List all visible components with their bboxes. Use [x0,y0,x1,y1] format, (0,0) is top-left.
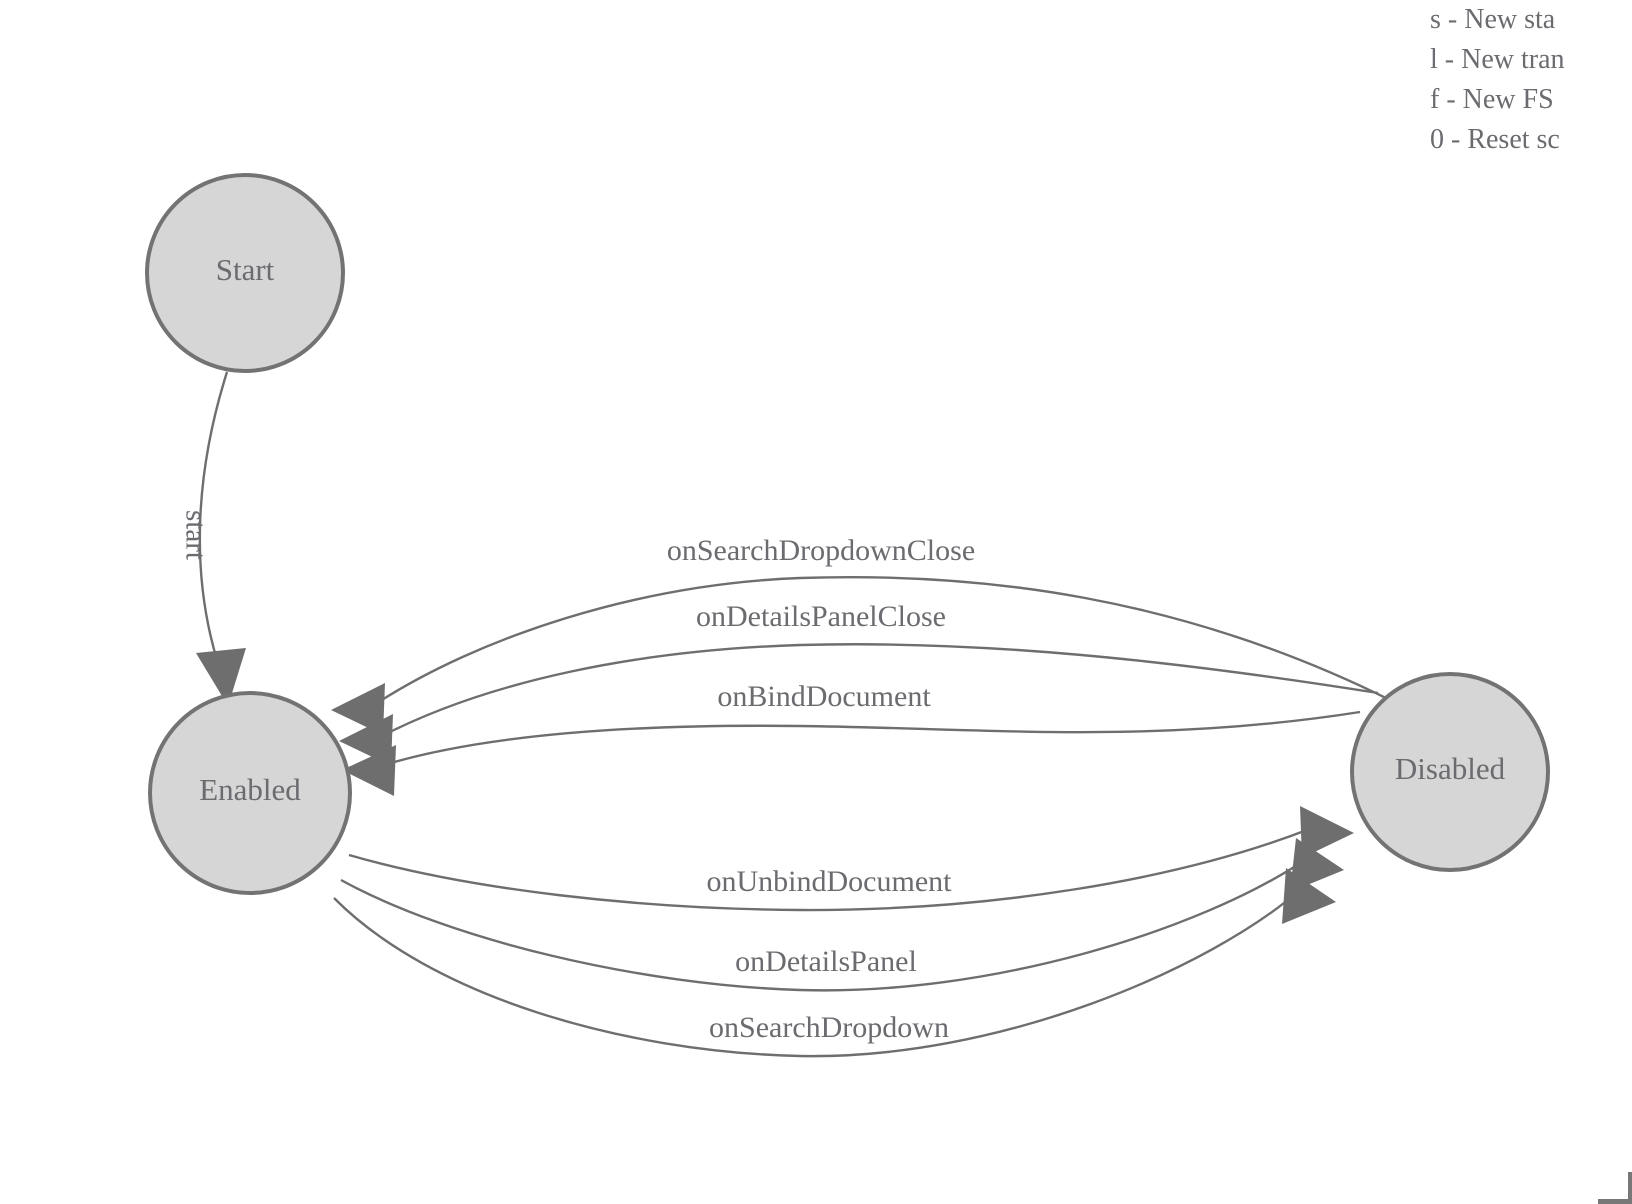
edge-label-ondetailspanelclose: onDetailsPanelClose [696,600,946,633]
arrowhead-icon [342,745,396,796]
edge-label-onsearchdropdownclose: onSearchDropdownClose [667,534,975,567]
arrowhead-icon [331,683,385,735]
arrowhead-icon [1282,868,1336,924]
edge-layer [196,371,1391,1058]
help-line-new-fsm: f - New FS [1430,84,1554,115]
edge-enabled-to-disabled-detailspanel[interactable] [340,838,1344,992]
edge-path[interactable] [333,889,1301,1058]
edge-path[interactable] [379,643,1379,739]
node-label: Enabled [199,772,301,807]
edge-label-onunbinddocument: onUnbindDocument [707,865,953,898]
node-label: Start [216,252,275,287]
edge-label-ondetailspanel: onDetailsPanel [735,945,917,978]
edge-enabled-to-disabled-searchdropdown[interactable] [333,868,1336,1058]
edge-disabled-to-enabled-binddocument[interactable] [342,710,1361,796]
edge-start-to-enabled[interactable] [196,371,246,706]
edge-label-onbinddocument: onBindDocument [717,680,931,713]
edge-label-start: start [179,510,211,560]
node-layer: Start Enabled Disabled [145,173,1550,895]
edge-path[interactable] [348,826,1313,912]
edge-label-layer: start onSearchDropdownClose onDetailsPan… [179,510,975,1044]
help-legend: s - New sta l - New tran f - New FS 0 - … [1430,0,1632,160]
node-disabled[interactable]: Disabled [1350,672,1550,872]
node-shape[interactable] [148,691,352,895]
edge-label-onsearchdropdown: onSearchDropdown [709,1011,949,1044]
edge-disabled-to-enabled-searchdropdownclose[interactable] [331,575,1391,735]
arrowhead-icon [1290,838,1344,892]
edge-enabled-to-disabled-unbinddocument[interactable] [348,806,1354,912]
node-label: Disabled [1395,751,1506,786]
edge-path[interactable] [198,371,229,661]
help-line-new-state: s - New sta [1430,4,1556,35]
help-line-new-transition: l - New tran [1430,44,1565,75]
arrowhead-icon [1300,806,1354,858]
help-line-reset-scale: 0 - Reset sc [1430,124,1560,155]
node-start[interactable]: Start [145,173,345,373]
node-shape[interactable] [1350,672,1550,872]
arrowhead-icon [196,648,246,706]
node-shape[interactable] [145,173,345,373]
edge-path[interactable] [373,575,1391,707]
edge-path[interactable] [340,859,1306,992]
node-enabled[interactable]: Enabled [148,691,352,895]
edge-path[interactable] [383,710,1361,767]
